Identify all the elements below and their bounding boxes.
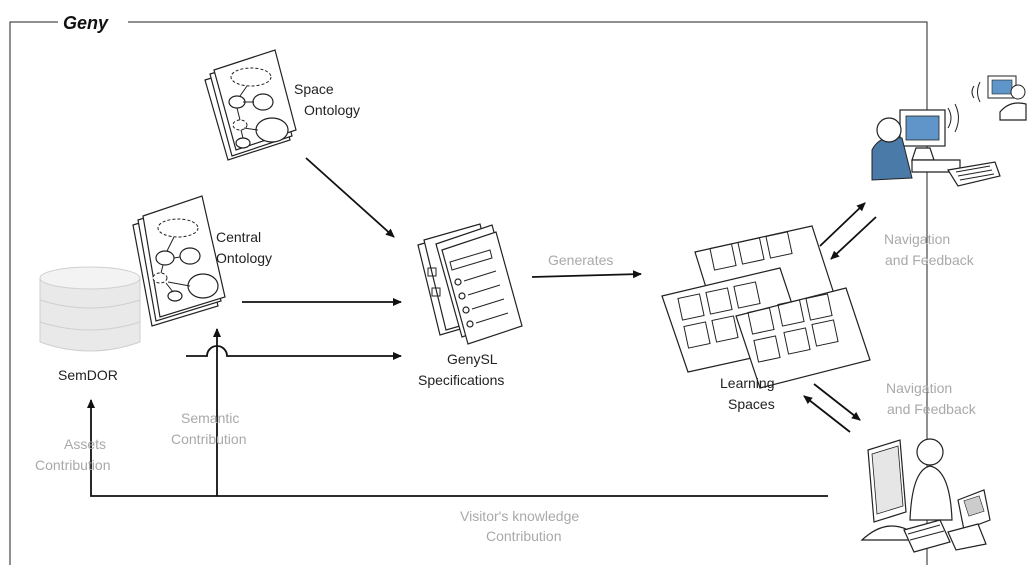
nav-feedback-top-label-1: Navigation [884, 231, 950, 247]
kiosk-user-icon [860, 438, 991, 553]
visitor-knowledge-label-2: Contribution [486, 528, 562, 544]
space-ontology-label-2: Ontology [304, 102, 360, 118]
assets-contribution-label-1: Assets [64, 436, 106, 452]
genysl-spec-icon [417, 223, 523, 345]
semantic-contribution-label-2: Contribution [171, 431, 247, 447]
space-ontology-label-1: Space [294, 81, 334, 97]
genysl-label-2: Specifications [418, 372, 504, 388]
frame-title: Geny [63, 13, 109, 33]
central-ontology-label-2: Ontology [216, 250, 272, 266]
genysl-label-1: GenySL [447, 351, 498, 367]
geny-frame: Geny [9, 13, 928, 565]
assets-contribution-label-2: Contribution [35, 457, 111, 473]
central-ontology-label-1: Central [216, 229, 261, 245]
database-icon [39, 266, 141, 352]
nav-feedback-bottom-label-2: and Feedback [887, 401, 977, 417]
connector-arrows [87, 157, 877, 497]
semdor-label: SemDOR [58, 367, 118, 383]
semantic-contribution-label-1: Semantic [181, 410, 239, 426]
remote-user-icon [971, 75, 1027, 121]
visitor-knowledge-label-1: Visitor's knowledge [460, 508, 579, 524]
learning-spaces-label-2: Spaces [728, 396, 775, 412]
generates-label: Generates [548, 252, 613, 268]
central-ontology-doc-icon [132, 195, 226, 327]
learning-spaces-label-1: Learning [720, 375, 775, 391]
nav-feedback-top-label-2: and Feedback [885, 252, 975, 268]
desktop-user-icon [871, 103, 1001, 187]
space-ontology-doc-icon [204, 49, 297, 161]
learning-spaces-icon [661, 225, 871, 389]
nav-feedback-bottom-label-1: Navigation [886, 380, 952, 396]
